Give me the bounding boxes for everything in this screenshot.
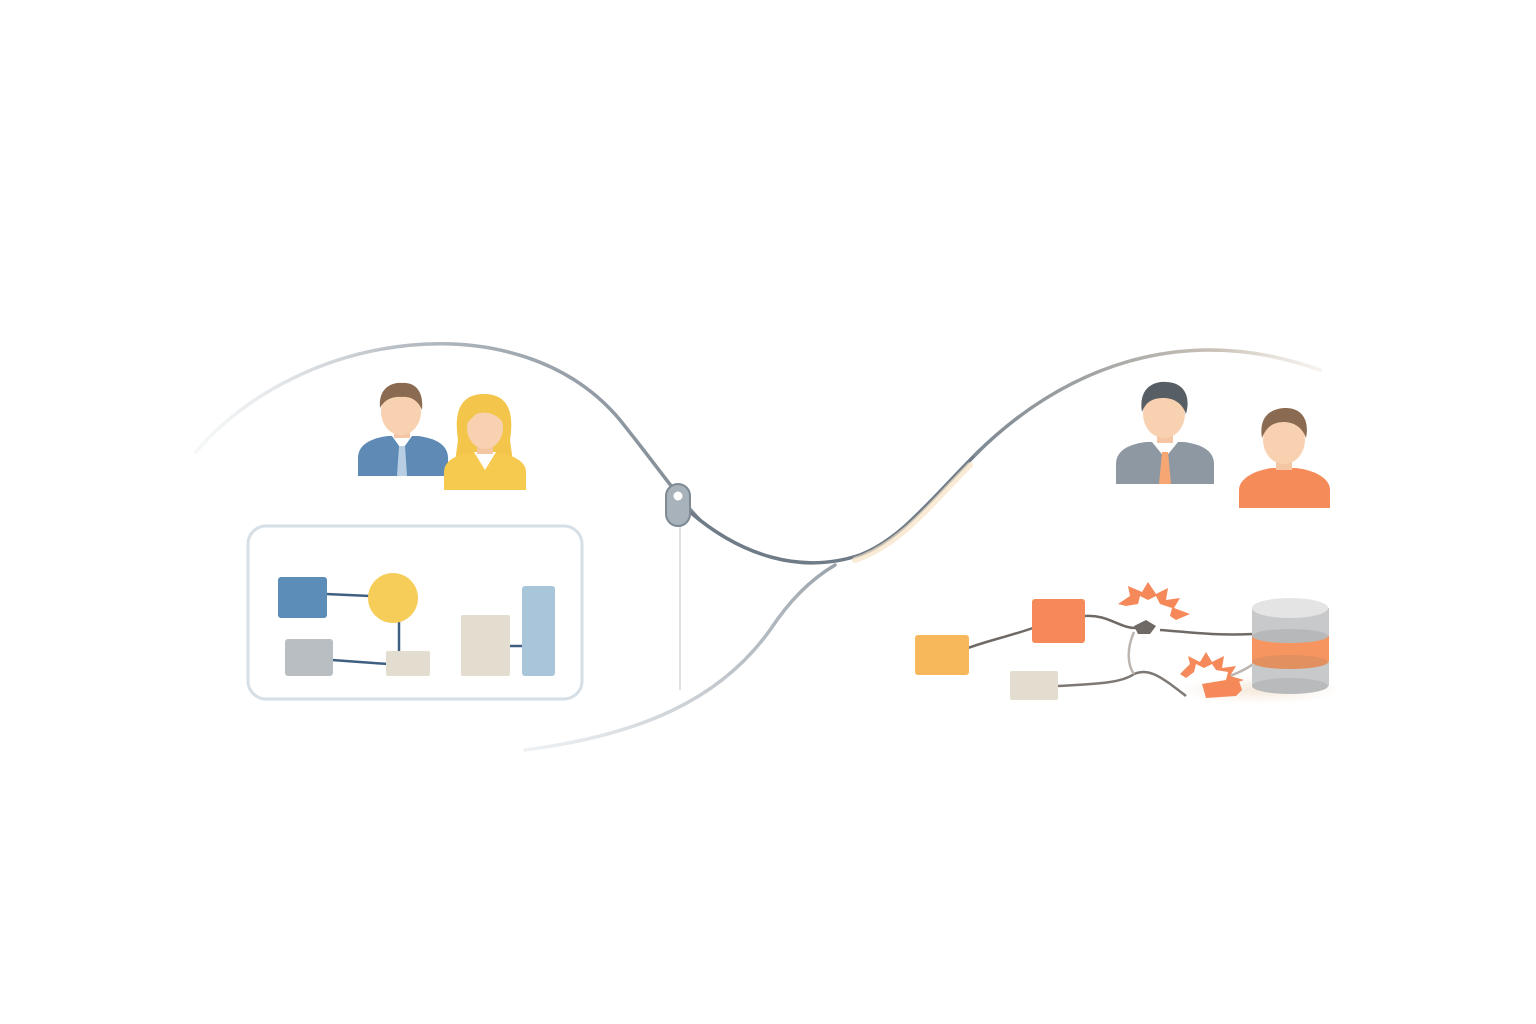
blue-block [278,577,327,618]
wire [1229,663,1254,678]
wire [1083,614,1141,630]
beige-block [1010,671,1058,700]
spark-icon [1118,582,1190,620]
connector-line [331,658,389,666]
spark-icon [1180,652,1244,684]
gray-block [285,639,333,676]
yellow-node [368,573,418,623]
woman-yellow-jacket-icon [444,394,526,490]
organized-system-panel [246,524,584,701]
database-icon [1252,598,1329,694]
man-orange-shirt-icon [1239,408,1330,508]
plug-icon [1134,620,1156,634]
wire [1159,628,1254,636]
broken-system [915,582,1342,704]
flow-curve-top-left [194,342,702,522]
wire [1127,631,1136,675]
flow-curve-middle [688,448,982,565]
amber-block [915,635,969,675]
light-blue-tall-block [522,586,555,676]
flow-curve-bottom [523,563,837,752]
flow-curve-glow [852,462,973,563]
connector-line [325,592,371,598]
wire [967,626,1034,650]
wire [1057,670,1187,697]
man-gray-suit-icon [1116,381,1214,484]
flow-curve-top-right [973,348,1322,457]
beige-block [386,651,430,676]
orange-block [1032,599,1085,643]
beige-tall-block [461,615,510,676]
man-blue-suit-icon [358,382,448,476]
tag-pin-icon [665,483,691,527]
